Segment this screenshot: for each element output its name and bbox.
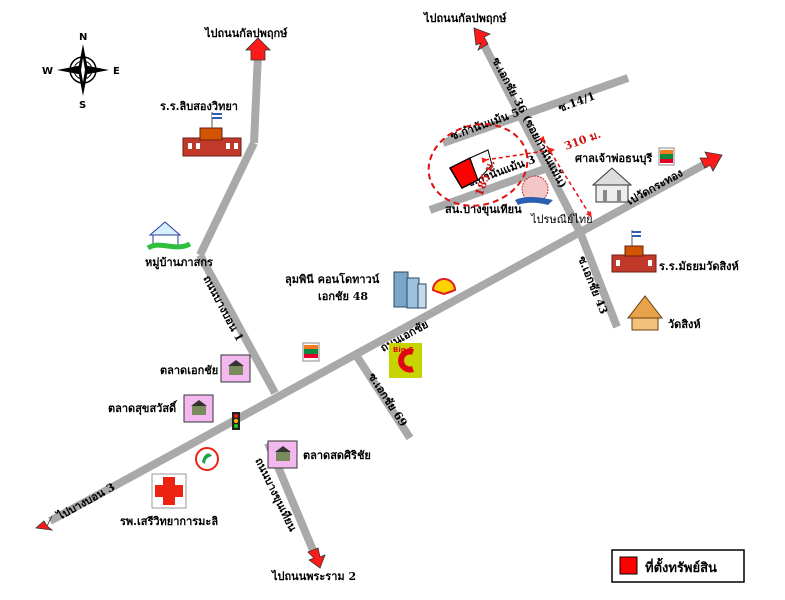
arrow-east	[699, 151, 723, 172]
road-ekkachai-43	[576, 230, 621, 329]
village-pasakorn: หมู่บ้านภาสกร	[145, 221, 213, 270]
road-ekkachai-69	[352, 352, 414, 441]
hospital: รพ.เสรีวิทยาการมะลิ	[120, 473, 218, 528]
shell-logo	[431, 278, 457, 296]
wat-sing: วัดสิงห์	[626, 295, 701, 331]
school-wat-sing: ร.ร.มัธยมวัดสิงห์	[611, 230, 739, 273]
label-post-office: สน.บางขุนเทียน	[445, 203, 522, 217]
label-condo-2: เอกชัย 48	[318, 290, 368, 303]
legend: ที่ตั้งทรัพย์สิน	[611, 549, 745, 583]
direction-arrows	[35, 27, 723, 569]
label-condo-1: ลุมพินี คอนโดทาวน์	[285, 272, 380, 287]
school-lipsong: ร.ร.ลิบสองวิทยา	[160, 100, 242, 157]
compass-w: W	[42, 66, 53, 77]
road-bang-bon-1	[250, 53, 262, 144]
bigc-text: Big C	[393, 346, 413, 354]
seven-eleven-2	[302, 342, 320, 362]
label-market-ekkachai: ตลาดเอกชัย	[160, 364, 218, 377]
label-school-wat-sing: ร.ร.มัธยมวัดสิงห์	[659, 260, 739, 273]
market-sodsirichai: ตลาดสดศิริชัย	[267, 440, 371, 469]
road-kamnan-maen-3	[428, 161, 558, 214]
condo: ลุมพินี คอนโดทาวน์ เอกชัย 48	[285, 271, 427, 309]
label-road-ekkachai-69: ซ.เอกชัย 69	[365, 371, 409, 430]
road-bang-bon-1-south	[196, 141, 258, 257]
label-to-kanlapaphruek-right: ไปถนนกัลปพฤกษ์	[422, 11, 507, 25]
arrow-west	[35, 515, 54, 531]
shrine: ศาลเจ้าพ่อธนบุรี	[575, 152, 652, 203]
traffic-light-icon	[232, 412, 240, 430]
label-to-wat-krathong: ไปวัดกระทอง	[621, 166, 685, 210]
market-suksawat: ตลาดสุขสวัสดิ์	[108, 394, 214, 423]
label-to-bang-bon-3: ไปบางบอน 3	[53, 480, 117, 524]
road-bang-bon-1-lower	[196, 253, 279, 395]
arrow-north-right	[473, 27, 491, 51]
label-to-rama-2: ไปถนนพระราม 2	[270, 569, 356, 583]
post-logo-text: ไปรษณีย์ไทย	[530, 213, 593, 226]
label-road-kamnan-maen-5: ซ.กำนันแม้น 5	[449, 106, 522, 143]
label-market-sodsirichai: ตลาดสดศิริชัย	[303, 449, 371, 462]
label-hospital: รพ.เสรีวิทยาการมะลิ	[120, 515, 218, 528]
label-village: หมู่บ้านภาสกร	[145, 256, 213, 270]
road-kamnan-maen-5	[441, 74, 630, 147]
label-to-kanlapaphruek-left: ไปถนนกัลปพฤกษ์	[203, 26, 288, 40]
compass-rose: N S E W	[42, 32, 120, 111]
distance-310: 310 ม.	[563, 128, 603, 153]
arrow-south	[307, 547, 326, 569]
seven-eleven-1	[658, 147, 675, 166]
label-school-lipsong: ร.ร.ลิบสองวิทยา	[160, 100, 238, 113]
compass-n: N	[79, 32, 87, 43]
label-shrine: ศาลเจ้าพ่อธนบุรี	[575, 152, 652, 166]
label-market-suksawat: ตลาดสุขสวัสดิ์	[108, 400, 178, 416]
market-ekkachai: ตลาดเอกชัย	[160, 354, 251, 383]
label-wat-sing: วัดสิงห์	[668, 318, 701, 331]
post-office: ไปรษณีย์ไทย สน.บางขุนเทียน	[445, 175, 593, 226]
compass-s: S	[79, 100, 86, 111]
road-ekkachai	[48, 159, 709, 525]
road-network	[48, 39, 709, 557]
label-road-bang-bon-1: ถนนบางบอน 1	[200, 273, 246, 343]
compass-e: E	[113, 66, 120, 77]
bigc-logo: Big C	[389, 343, 422, 378]
arrow-north-left	[245, 37, 271, 61]
bank-logo	[195, 447, 219, 471]
legend-label: ที่ตั้งทรัพย์สิน	[645, 557, 717, 576]
